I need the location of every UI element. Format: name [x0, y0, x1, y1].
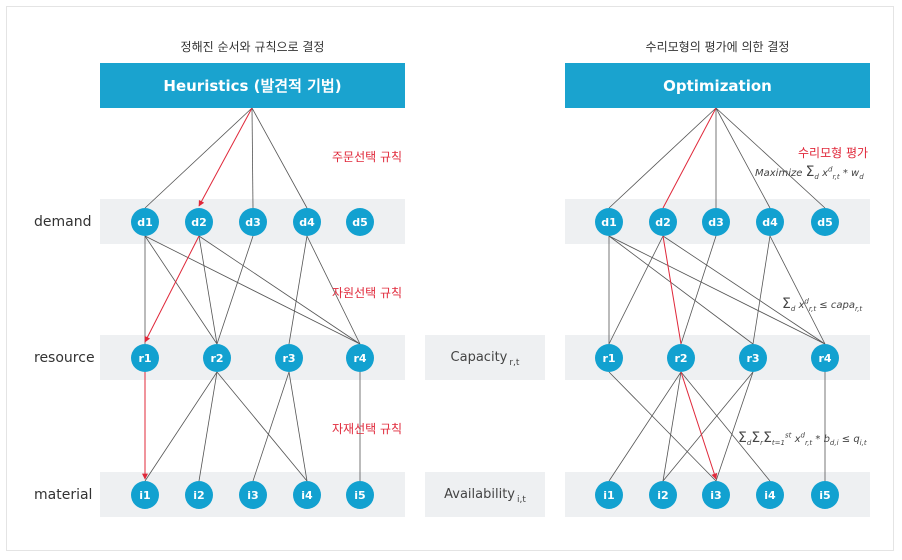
left-node-d4: d4	[293, 208, 321, 236]
left-caption: 정해진 순서와 규칙으로 결정	[180, 40, 325, 54]
left-resource-material-link-3	[252, 371, 290, 482]
right-node-d4: d4	[756, 208, 784, 236]
mat-constraint-rhs: q	[853, 434, 860, 445]
right-demand-resource-link-4	[680, 235, 717, 345]
right-resource-material-link-1	[608, 371, 682, 482]
left-demand-resource-link-3	[198, 235, 361, 345]
mat-constraint-term: x	[794, 434, 801, 445]
capacity-constraint-formula: Σd xdr,t ≤ capar,t	[782, 296, 863, 313]
resource-selection-rule: 자원선택 규칙	[332, 286, 403, 300]
right-header-link-2	[715, 107, 771, 209]
left-header-to-d3	[251, 107, 254, 209]
left-node-d1: d1	[131, 208, 159, 236]
right-node-r3: r3	[739, 344, 767, 372]
left-demand-resource-link-1	[144, 235, 361, 345]
left-d2-to-r1-selected	[144, 235, 200, 343]
row-label-demand: demand	[34, 214, 92, 230]
capa-constraint-term: x	[798, 300, 805, 311]
right-header-link-0	[608, 107, 717, 209]
left-node-d2: d2	[185, 208, 213, 236]
left-node-i1: i1	[131, 481, 159, 509]
right-node-r1: r1	[595, 344, 623, 372]
right-demand-resource-link-1	[608, 235, 754, 345]
left-node-r2: r2	[203, 344, 231, 372]
optimization-header: Optimization	[565, 63, 870, 108]
right-demand-resource-link-3	[608, 235, 664, 345]
model-evaluation-title: 수리모형 평가	[798, 146, 869, 160]
left-node-r1: r1	[131, 344, 159, 372]
material-constraint-formula: ΣdΣrΣt=1st xdr,t * bd,i ≤ qi,t	[738, 430, 867, 447]
left-node-i2: i2	[185, 481, 213, 509]
right-resource-material-link-4	[662, 371, 754, 482]
right-node-i4: i4	[756, 481, 784, 509]
left-resource-material-link-1	[198, 371, 218, 482]
left-node-d5: d5	[346, 208, 374, 236]
left-demand-resource-link-2	[198, 235, 218, 345]
right-resource-material-link-3	[680, 371, 771, 482]
order-selection-rule: 주문선택 규칙	[332, 150, 403, 164]
right-node-i2: i2	[649, 481, 677, 509]
left-resource-material-link-0	[144, 371, 218, 482]
availability-subscript: i,t	[516, 494, 526, 505]
right-r2-to-i3	[680, 371, 718, 480]
right-node-d3: d3	[702, 208, 730, 236]
capacity-subscript: r,t	[509, 357, 520, 368]
right-node-i1: i1	[595, 481, 623, 509]
right-node-i3: i3	[702, 481, 730, 509]
right-demand-resource-link-2	[608, 235, 826, 345]
material-selection-rule: 자재선택 규칙	[332, 422, 403, 436]
right-resource-material-link-2	[662, 371, 682, 482]
availability-label: Availability	[444, 487, 515, 502]
right-resource-material-link-5	[715, 371, 754, 482]
right-caption: 수리모형의 평가에 의한 결정	[645, 40, 790, 54]
left-header-to-d2-selected	[198, 107, 253, 207]
left-node-i5: i5	[346, 481, 374, 509]
left-node-r4: r4	[346, 344, 374, 372]
right-node-r2: r2	[667, 344, 695, 372]
left-node-r3: r3	[275, 344, 303, 372]
capa-constraint-rhs: capa	[830, 300, 855, 311]
right-demand-resource-link-5	[752, 235, 771, 345]
right-d2-to-r2	[662, 235, 682, 345]
right-header-link-3	[715, 107, 826, 209]
right-node-d5: d5	[811, 208, 839, 236]
objective-term: x	[822, 168, 828, 179]
left-demand-resource-link-5	[288, 235, 308, 345]
right-node-d2: d2	[649, 208, 677, 236]
right-node-r4: r4	[811, 344, 839, 372]
left-demand-resource-link-6	[306, 235, 361, 345]
right-demand-resource-link-7	[662, 235, 826, 345]
objective-formula: Maximize Σd xdr,t * wd	[755, 164, 864, 181]
left-header-to-d1	[144, 107, 253, 209]
left-demand-resource-link-4	[216, 235, 254, 345]
left-resource-material-link-2	[216, 371, 308, 482]
diagram-frame	[6, 6, 894, 551]
right-resource-material-link-0	[608, 371, 717, 482]
left-node-d3: d3	[239, 208, 267, 236]
left-demand-resource-link-0	[144, 235, 218, 345]
right-node-i5: i5	[811, 481, 839, 509]
right-header-to-d2	[662, 107, 717, 209]
left-node-i3: i3	[239, 481, 267, 509]
row-label-resource: resource	[34, 350, 95, 366]
right-demand-resource-link-6	[769, 235, 826, 345]
objective-weight: w	[851, 168, 860, 179]
left-header-to-d4	[251, 107, 308, 209]
row-label-material: material	[34, 487, 93, 503]
heuristics-header: Heuristics (발견적 기법)	[100, 63, 405, 108]
right-node-d1: d1	[595, 208, 623, 236]
objective-maximize: Maximize	[755, 168, 803, 179]
left-resource-material-link-4	[288, 371, 308, 482]
capacity-label: Capacity	[450, 350, 508, 365]
left-node-i4: i4	[293, 481, 321, 509]
mat-constraint-coef: b	[823, 434, 830, 445]
